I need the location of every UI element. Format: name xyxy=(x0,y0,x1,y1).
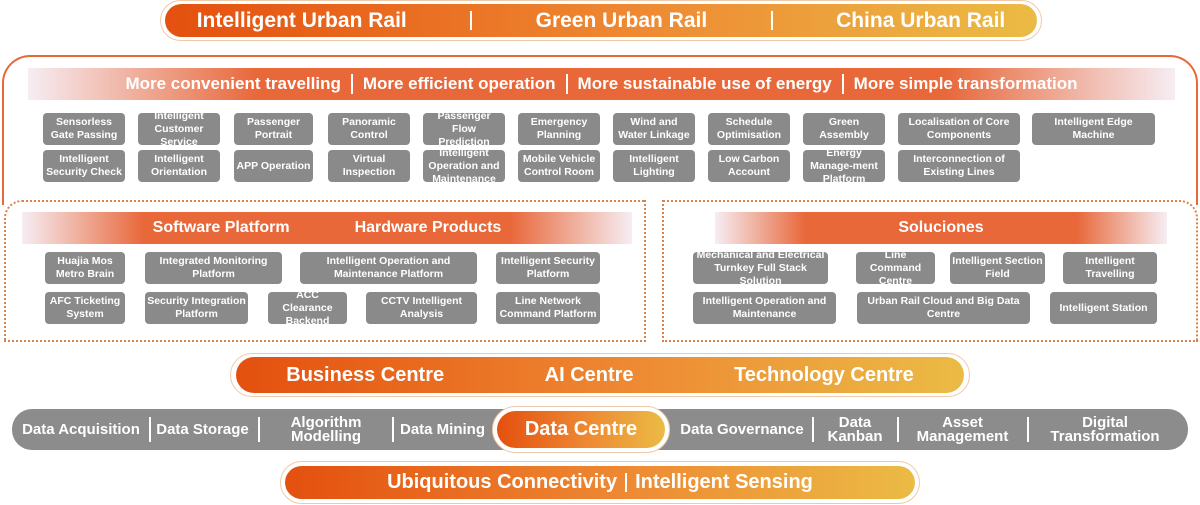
data-function: Data Mining xyxy=(400,420,485,438)
bottom-item: Ubiquitous Connectivity xyxy=(387,471,618,493)
applications-box: Intelligent Operation and Maintenance xyxy=(423,147,505,185)
solutions-box: Intelligent Travelling xyxy=(1063,252,1157,284)
applications-box: Energy Manage-ment Platform xyxy=(803,147,885,185)
divider xyxy=(565,74,568,94)
applications-box: Sensorless Gate Passing xyxy=(43,113,125,145)
centre: Business Centre xyxy=(286,363,445,386)
applications-box: Interconnection of Existing Lines xyxy=(898,150,1020,182)
divider xyxy=(470,10,473,31)
centre: Technology Centre xyxy=(734,363,914,386)
applications-box: Intelligent Customer Service xyxy=(138,110,220,148)
applications-box: Localisation of Core Components xyxy=(898,113,1020,145)
divider xyxy=(897,417,899,442)
divider xyxy=(149,417,151,442)
applications-box: Schedule Optimisation xyxy=(708,113,790,145)
data-function: Data Storage xyxy=(156,420,249,438)
data-function: Asset Management xyxy=(916,413,1009,445)
solutions-box: Intelligent Section Field xyxy=(950,252,1045,284)
software-platform-header: Software Platform xyxy=(152,219,290,236)
applications-box: Emergency Planning xyxy=(518,113,600,145)
goal: More efficient operation xyxy=(362,74,556,93)
products-box: Intelligent Security Platform xyxy=(496,252,600,284)
goal: More simple transformation xyxy=(853,74,1078,93)
bottom-pill: Ubiquitous Connectivity Intelligent Sens… xyxy=(285,466,915,499)
applications-frame xyxy=(2,55,1198,205)
divider xyxy=(392,417,394,442)
hardware-products-header: Hardware Products xyxy=(354,219,502,236)
applications-box: Wind and Water Linkage xyxy=(613,113,695,145)
products-band: Software Platform Hardware Products xyxy=(22,212,632,244)
divider xyxy=(1027,417,1029,442)
divider xyxy=(350,74,353,94)
banner-item: Intelligent Urban Rail xyxy=(196,8,407,32)
products-box: CCTV Intelligent Analysis xyxy=(366,292,477,324)
applications-box: Passenger Flow Prediction xyxy=(423,110,505,148)
solutions-header: Soluciones xyxy=(898,219,984,236)
data-function: Data Governance xyxy=(680,420,804,438)
applications-box: Virtual Inspection xyxy=(328,150,410,182)
data-centre-title: Data Centre xyxy=(524,418,638,440)
banner-item: China Urban Rail xyxy=(836,8,1006,32)
data-function: Digital Transformation xyxy=(1050,413,1160,445)
products-box: Intelligent Operation and Maintenance Pl… xyxy=(300,252,477,284)
data-function: Data Kanban xyxy=(827,413,883,445)
goal: More sustainable use of energy xyxy=(577,74,832,93)
divider xyxy=(812,417,814,442)
products-box: Huajia Mos Metro Brain xyxy=(45,252,125,284)
bottom-item: Intelligent Sensing xyxy=(635,471,813,493)
applications-box: APP Operation xyxy=(234,150,313,182)
banner-item: Green Urban Rail xyxy=(535,8,708,32)
centres-pill: Business Centre AI Centre Technology Cen… xyxy=(236,357,964,393)
applications-box: Green Assembly xyxy=(803,113,885,145)
products-box: AFC Ticketing System xyxy=(45,292,125,324)
divider xyxy=(770,10,773,31)
solutions-box: Intelligent Operation and Maintenance xyxy=(693,292,836,324)
solutions-frame xyxy=(662,200,1198,342)
solutions-box: Intelligent Station xyxy=(1050,292,1157,324)
solutions-box: Line Command Centre xyxy=(856,249,935,287)
applications-box: Mobile Vehicle Control Room xyxy=(518,150,600,182)
products-frame xyxy=(4,200,646,342)
divider xyxy=(258,417,260,442)
applications-box: Low Carbon Account xyxy=(708,150,790,182)
applications-box: Panoramic Control xyxy=(328,113,410,145)
top-banner-pill: Intelligent Urban Rail Green Urban Rail … xyxy=(165,4,1037,37)
solutions-band: Soluciones xyxy=(715,212,1167,244)
applications-box: Intelligent Security Check xyxy=(43,150,125,182)
products-box: Line Network Command Platform xyxy=(496,292,600,324)
centre: AI Centre xyxy=(544,363,634,386)
products-box: Security Integration Platform xyxy=(145,292,248,324)
data-centre: Data Centre xyxy=(497,411,665,448)
divider xyxy=(625,472,628,493)
applications-box: Intelligent Edge Machine xyxy=(1032,113,1155,145)
applications-box: Passenger Portrait xyxy=(234,113,313,145)
solutions-box: Urban Rail Cloud and Big Data Centre xyxy=(857,292,1030,324)
divider xyxy=(841,74,844,94)
solutions-box: Mechanical and Electrical Turnkey Full S… xyxy=(693,249,828,287)
data-function: Data Acquisition xyxy=(22,420,140,438)
products-box: Integrated Monitoring Platform xyxy=(145,252,282,284)
applications-box: Intelligent Orientation xyxy=(138,150,220,182)
applications-box: Intelligent Lighting xyxy=(613,150,695,182)
data-function: Algorithm Modelling xyxy=(290,413,362,445)
goal: More convenient travelling xyxy=(125,74,341,93)
products-box: ACC Clearance Backend xyxy=(268,289,347,327)
goals-band: More convenient travelling More efficien… xyxy=(28,68,1175,100)
